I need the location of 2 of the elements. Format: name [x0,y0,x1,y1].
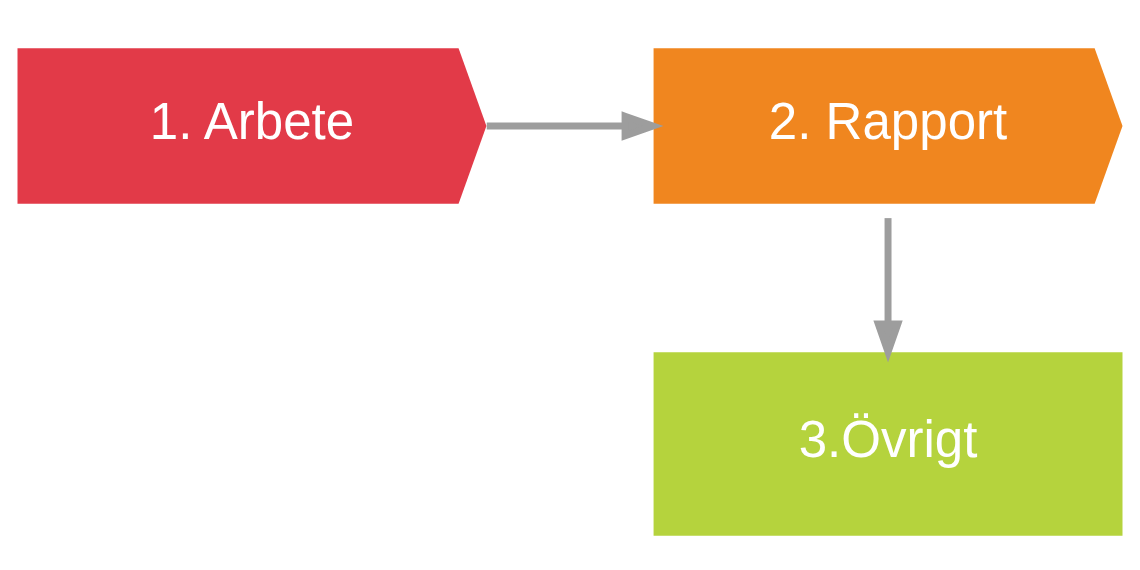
arrow [486,111,664,141]
node-box: 3.Övrigt [653,352,1123,536]
